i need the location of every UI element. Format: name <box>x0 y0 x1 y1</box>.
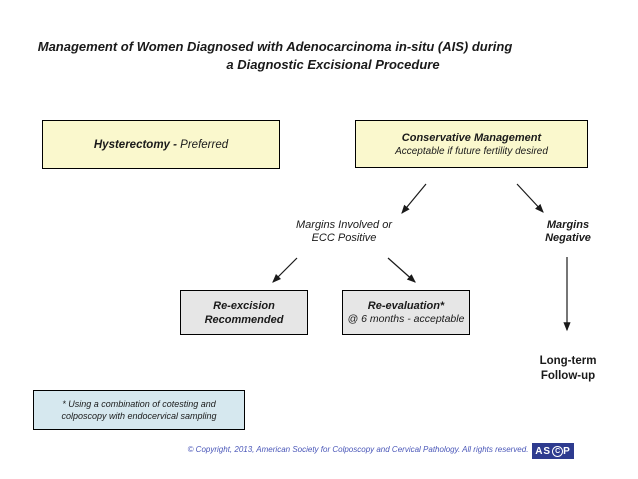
asccp-logo-circled-letter: C <box>555 447 561 455</box>
node-re-excision: Re-excision Recommended <box>180 290 308 335</box>
re-excision-line-1: Re-excision <box>213 299 275 312</box>
re-excision-line-2: Recommended <box>204 313 284 326</box>
label-longterm-followup: Long-term Follow-up <box>540 354 597 384</box>
node-conservative-management: Conservative Management Acceptable if fu… <box>355 120 588 168</box>
arrow-involved-to-re-evaluation <box>387 257 416 283</box>
re-evaluation-line-1: Re-evaluation* <box>367 300 445 312</box>
node-hysterectomy-label: Hysterectomy - Preferred <box>94 139 228 151</box>
footnote-box: * Using a combination of cotesting and c… <box>33 390 245 430</box>
arrow-conservative-to-margins-negative <box>516 183 544 213</box>
label-margins-involved: Margins Involved or ECC Positive <box>296 219 392 245</box>
longterm-line-1: Long-term <box>539 355 597 367</box>
margins-involved-line-2: ECC Positive <box>311 232 377 244</box>
margins-negative-line-2: Negative <box>545 232 591 244</box>
asccp-logo-letters-right: P <box>563 445 571 457</box>
arrow-involved-to-re-excision <box>272 257 298 283</box>
copyright-text: © Copyright, 2013, American Society for … <box>187 445 529 454</box>
hysterectomy-normal-text: Preferred <box>180 138 229 151</box>
footnote-line-2: colposcopy with endocervical sampling <box>61 411 217 421</box>
node-re-evaluation: Re-evaluation* @ 6 months - acceptable <box>342 290 470 335</box>
asccp-logo-circle-c: C <box>552 445 564 457</box>
asccp-logo: AS C P <box>532 443 574 459</box>
re-evaluation-line-2: @ 6 months - acceptable <box>347 313 465 325</box>
conservative-title: Conservative Management <box>401 131 542 144</box>
page-title-line-1: Management of Women Diagnosed with Adeno… <box>37 39 513 54</box>
margins-involved-line-1: Margins Involved or <box>296 219 392 231</box>
hysterectomy-bold-text: Hysterectomy - <box>93 138 177 151</box>
page-title-line-2: a Diagnostic Excisional Procedure <box>226 57 440 72</box>
footnote-line-1: * Using a combination of cotesting and <box>62 399 216 409</box>
margins-negative-line-1: Margins <box>546 219 590 231</box>
arrow-conservative-to-margins-involved <box>401 183 427 214</box>
conservative-subtitle: Acceptable if future fertility desired <box>395 145 548 157</box>
node-hysterectomy: Hysterectomy - Preferred <box>42 120 280 169</box>
asccp-logo-letters-left: AS <box>535 445 552 457</box>
longterm-line-2: Follow-up <box>540 370 596 382</box>
label-margins-negative: Margins Negative <box>545 219 591 245</box>
